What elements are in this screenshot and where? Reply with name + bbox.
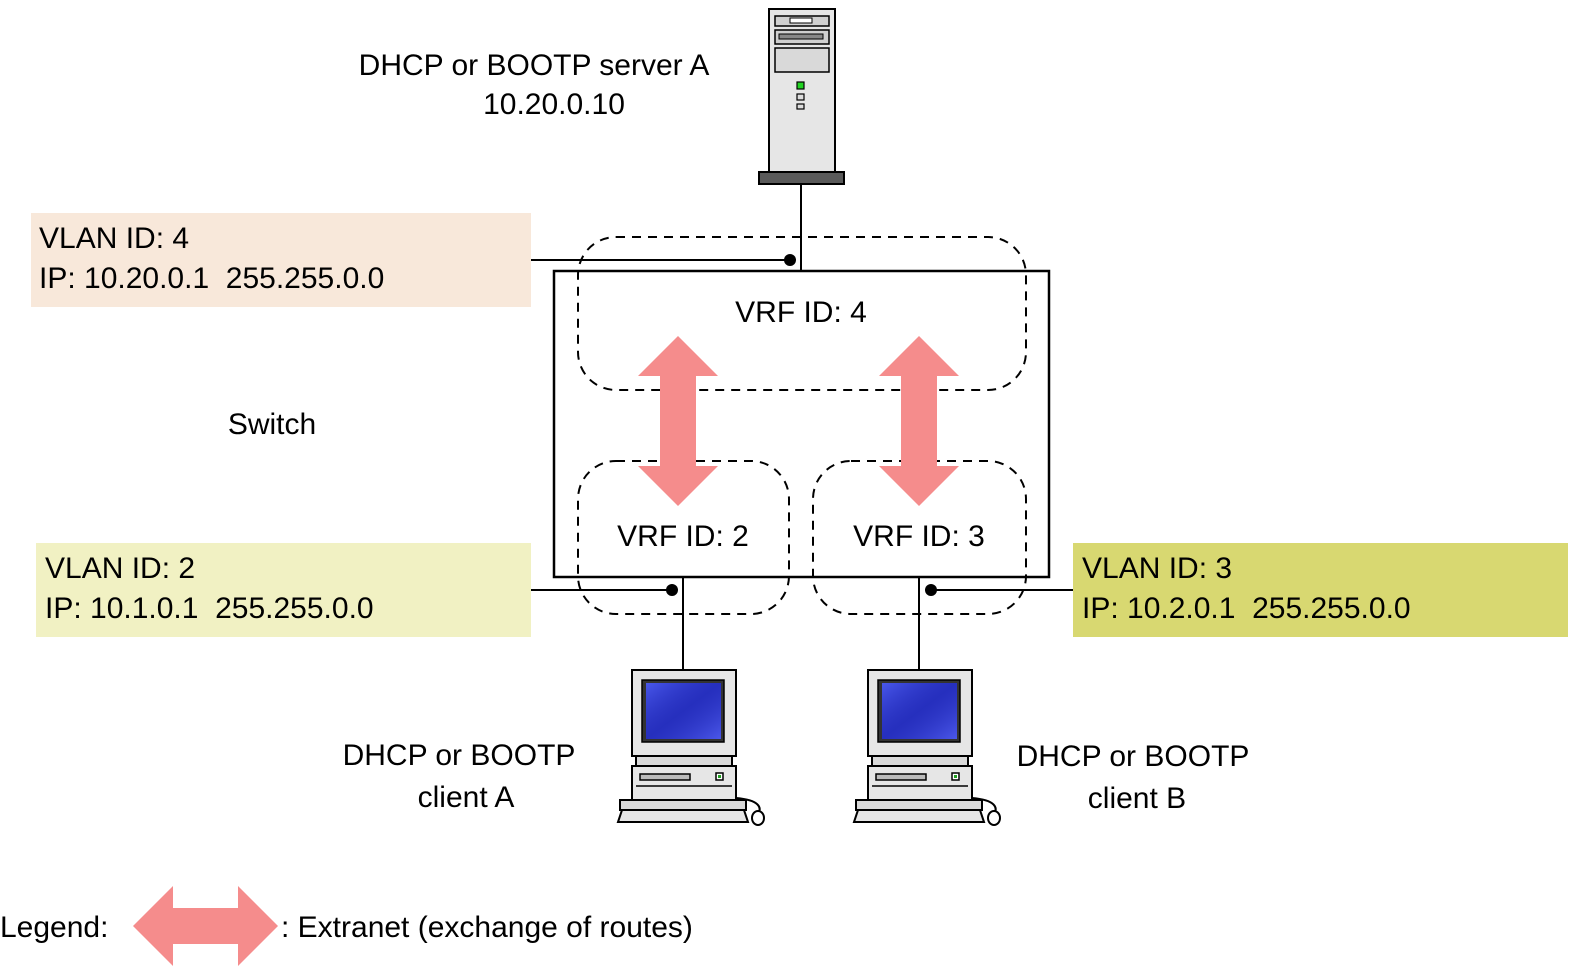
- client-b-computer-icon: [853, 669, 1001, 826]
- vlan3-bg: [1073, 543, 1568, 637]
- extranet-arrow-vrf4-vrf2: [638, 336, 718, 506]
- vrf2-label: VRF ID: 2: [617, 520, 749, 553]
- server-ip-label: 10.20.0.10: [483, 88, 625, 121]
- vlan4-id-label: VLAN ID: 4: [39, 222, 189, 255]
- client-b-label-line1: DHCP or BOOTP: [1017, 740, 1250, 773]
- double-arrow-icon: [133, 886, 278, 966]
- vlan2-bg: [36, 543, 531, 637]
- vrf4-label: VRF ID: 4: [735, 296, 867, 329]
- switch-label: Switch: [228, 408, 316, 441]
- vlan4-box: VLAN ID: 4 IP: 10.20.0.1 255.255.0.0: [31, 213, 531, 307]
- vlan4-ip-label: IP: 10.20.0.1 255.255.0.0: [39, 262, 384, 295]
- vlan3-id-label: VLAN ID: 3: [1082, 552, 1232, 585]
- client-b-label-line2: client B: [1088, 782, 1186, 815]
- legend-description: : Extranet (exchange of routes): [281, 911, 693, 944]
- vlan3-port-dot: [925, 584, 937, 596]
- extranet-arrow-vrf4-vrf3: [879, 336, 959, 506]
- server-name-label: DHCP or BOOTP server A: [359, 49, 710, 82]
- switch-box: [552, 269, 1051, 579]
- client-a-computer-icon: [617, 669, 765, 826]
- vrf4-region: [577, 236, 1027, 391]
- client-a-label-line1: DHCP or BOOTP: [343, 739, 576, 772]
- legend-prefix: Legend:: [0, 911, 108, 944]
- client-a-label-line2: client A: [418, 781, 515, 814]
- server-tower-icon: [758, 8, 845, 185]
- vlan2-port-dot: [666, 584, 678, 596]
- vrf3-label: VRF ID: 3: [853, 520, 985, 553]
- vlan2-id-label: VLAN ID: 2: [45, 552, 195, 585]
- vlan2-ip-label: IP: 10.1.0.1 255.255.0.0: [45, 592, 374, 625]
- vlan4-port-dot: [784, 254, 796, 266]
- vlan3-ip-label: IP: 10.2.0.1 255.255.0.0: [1082, 592, 1411, 625]
- vlan2-box: VLAN ID: 2 IP: 10.1.0.1 255.255.0.0: [36, 543, 531, 637]
- vlan4-bg: [31, 213, 531, 307]
- vlan3-box: VLAN ID: 3 IP: 10.2.0.1 255.255.0.0: [1073, 543, 1568, 637]
